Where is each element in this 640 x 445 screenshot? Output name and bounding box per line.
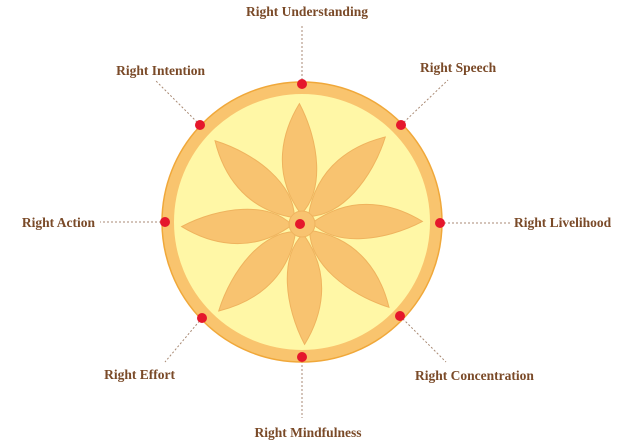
petal: [281, 102, 318, 215]
lotus-petal-icon: [180, 102, 424, 346]
node-center: [295, 219, 305, 229]
petal: [311, 203, 424, 240]
label-right-effort: Right Effort: [104, 367, 175, 382]
label-right-speech: Right Speech: [420, 60, 497, 75]
petal: [309, 229, 390, 309]
connector-bottom-left: [164, 317, 203, 363]
path-nodes: [160, 79, 445, 362]
connector-bottom-right: [399, 315, 447, 363]
node-bottom: [297, 352, 307, 362]
node-right: [435, 218, 445, 228]
petal: [217, 231, 297, 312]
petal: [286, 233, 323, 346]
connector-top-right: [400, 79, 449, 126]
label-right-livelihood: Right Livelihood: [514, 215, 612, 230]
label-right-concentration: Right Concentration: [415, 368, 534, 383]
node-top: [297, 79, 307, 89]
petal: [307, 136, 387, 217]
node-top-left: [195, 120, 205, 130]
node-bottom-left: [197, 313, 207, 323]
connector-top-left: [154, 79, 201, 126]
node-bottom-right: [395, 311, 405, 321]
label-right-mindfulness: Right Mindfulness: [255, 425, 362, 440]
label-right-action: Right Action: [22, 215, 96, 230]
node-left: [160, 217, 170, 227]
connector-lines: [100, 26, 512, 418]
label-right-understanding: Right Understanding: [246, 4, 368, 19]
node-top-right: [396, 120, 406, 130]
petal: [214, 139, 295, 219]
label-right-intention: Right Intention: [116, 63, 205, 78]
petal: [180, 208, 293, 245]
